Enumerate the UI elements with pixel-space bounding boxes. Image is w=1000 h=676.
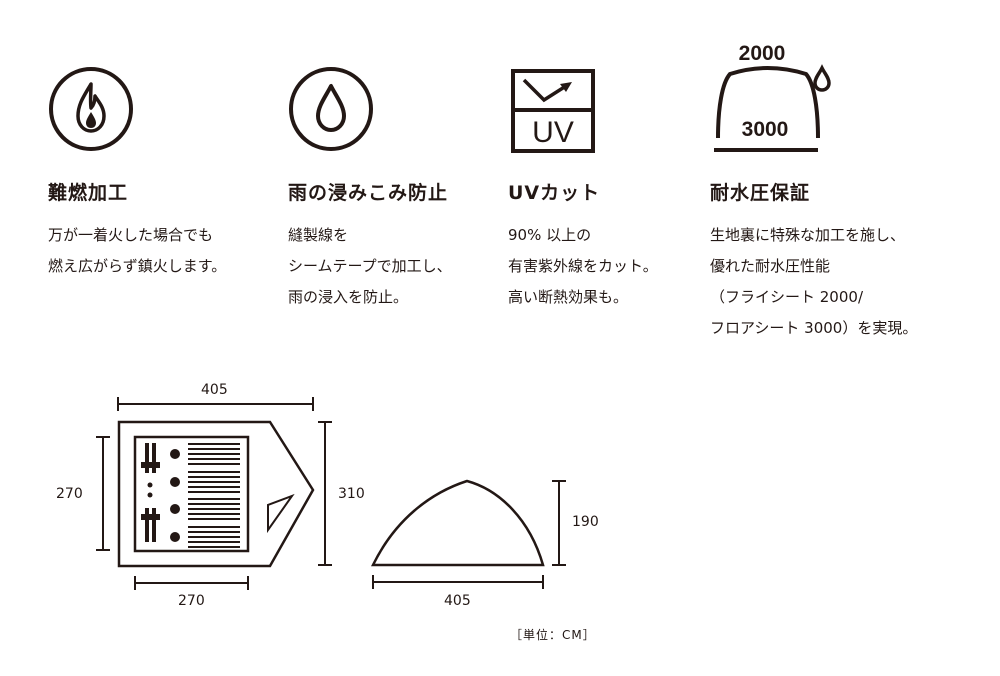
- description-line: 縫製線を: [288, 226, 349, 244]
- water-pressure-tent-icon: 2000 3000: [714, 42, 831, 152]
- feature-title: UVカット: [508, 182, 601, 204]
- description-line: 優れた耐水圧性能: [710, 257, 831, 275]
- description-line: 雨の浸入を防止。: [288, 288, 409, 306]
- feature-description: 縫製線を シームテープで加工し、 雨の浸入を防止。: [288, 220, 452, 313]
- feature-title: 耐水圧保証: [710, 182, 811, 204]
- dimension-side-height: 190: [572, 514, 599, 530]
- feature-description: 90% 以上の 有害紫外線をカット。 高い断熱効果も。: [508, 220, 658, 313]
- description-line: （フライシート 2000/: [710, 288, 863, 306]
- dimension-top-width: 405: [201, 382, 228, 398]
- fly-sheet-pressure: 2000: [739, 42, 786, 65]
- dimension-right-height: 310: [338, 486, 365, 502]
- dimension-side-width: 405: [444, 593, 471, 609]
- feature-description: 万が一着火した場合でも 燃え広がらず鎮火します。: [48, 220, 226, 282]
- dimension-bottom-width: 270: [178, 593, 205, 609]
- description-line: 生地裏に特殊な加工を施し、: [710, 226, 906, 244]
- feature-title: 難燃加工: [48, 182, 129, 204]
- feature-description: 生地裏に特殊な加工を施し、 優れた耐水圧性能 （フライシート 2000/ フロア…: [710, 220, 917, 344]
- description-line: 燃え広がらず鎮火します。: [48, 257, 227, 275]
- feature-title: 雨の浸みこみ防止: [288, 182, 449, 204]
- description-line: フロアシート 3000）を実現。: [710, 319, 918, 337]
- description-line: 万が一着火した場合でも: [48, 226, 214, 244]
- flame-circle-icon: [49, 67, 133, 151]
- uv-label: UV: [532, 116, 574, 149]
- tent-top-view: [117, 420, 315, 568]
- description-line: シームテープで加工し、: [288, 257, 452, 275]
- dimension-left-height: 270: [56, 486, 83, 502]
- description-line: 有害紫外線をカット。: [508, 257, 658, 275]
- tent-side-view: [370, 479, 545, 567]
- water-drop-circle-icon: [289, 67, 373, 151]
- floor-sheet-pressure: 3000: [742, 118, 789, 141]
- uv-cut-icon: UV: [511, 69, 595, 153]
- description-line: 90% 以上の: [508, 226, 592, 244]
- unit-label: ［単位：CM］: [510, 628, 596, 642]
- description-line: 高い断熱効果も。: [508, 288, 629, 306]
